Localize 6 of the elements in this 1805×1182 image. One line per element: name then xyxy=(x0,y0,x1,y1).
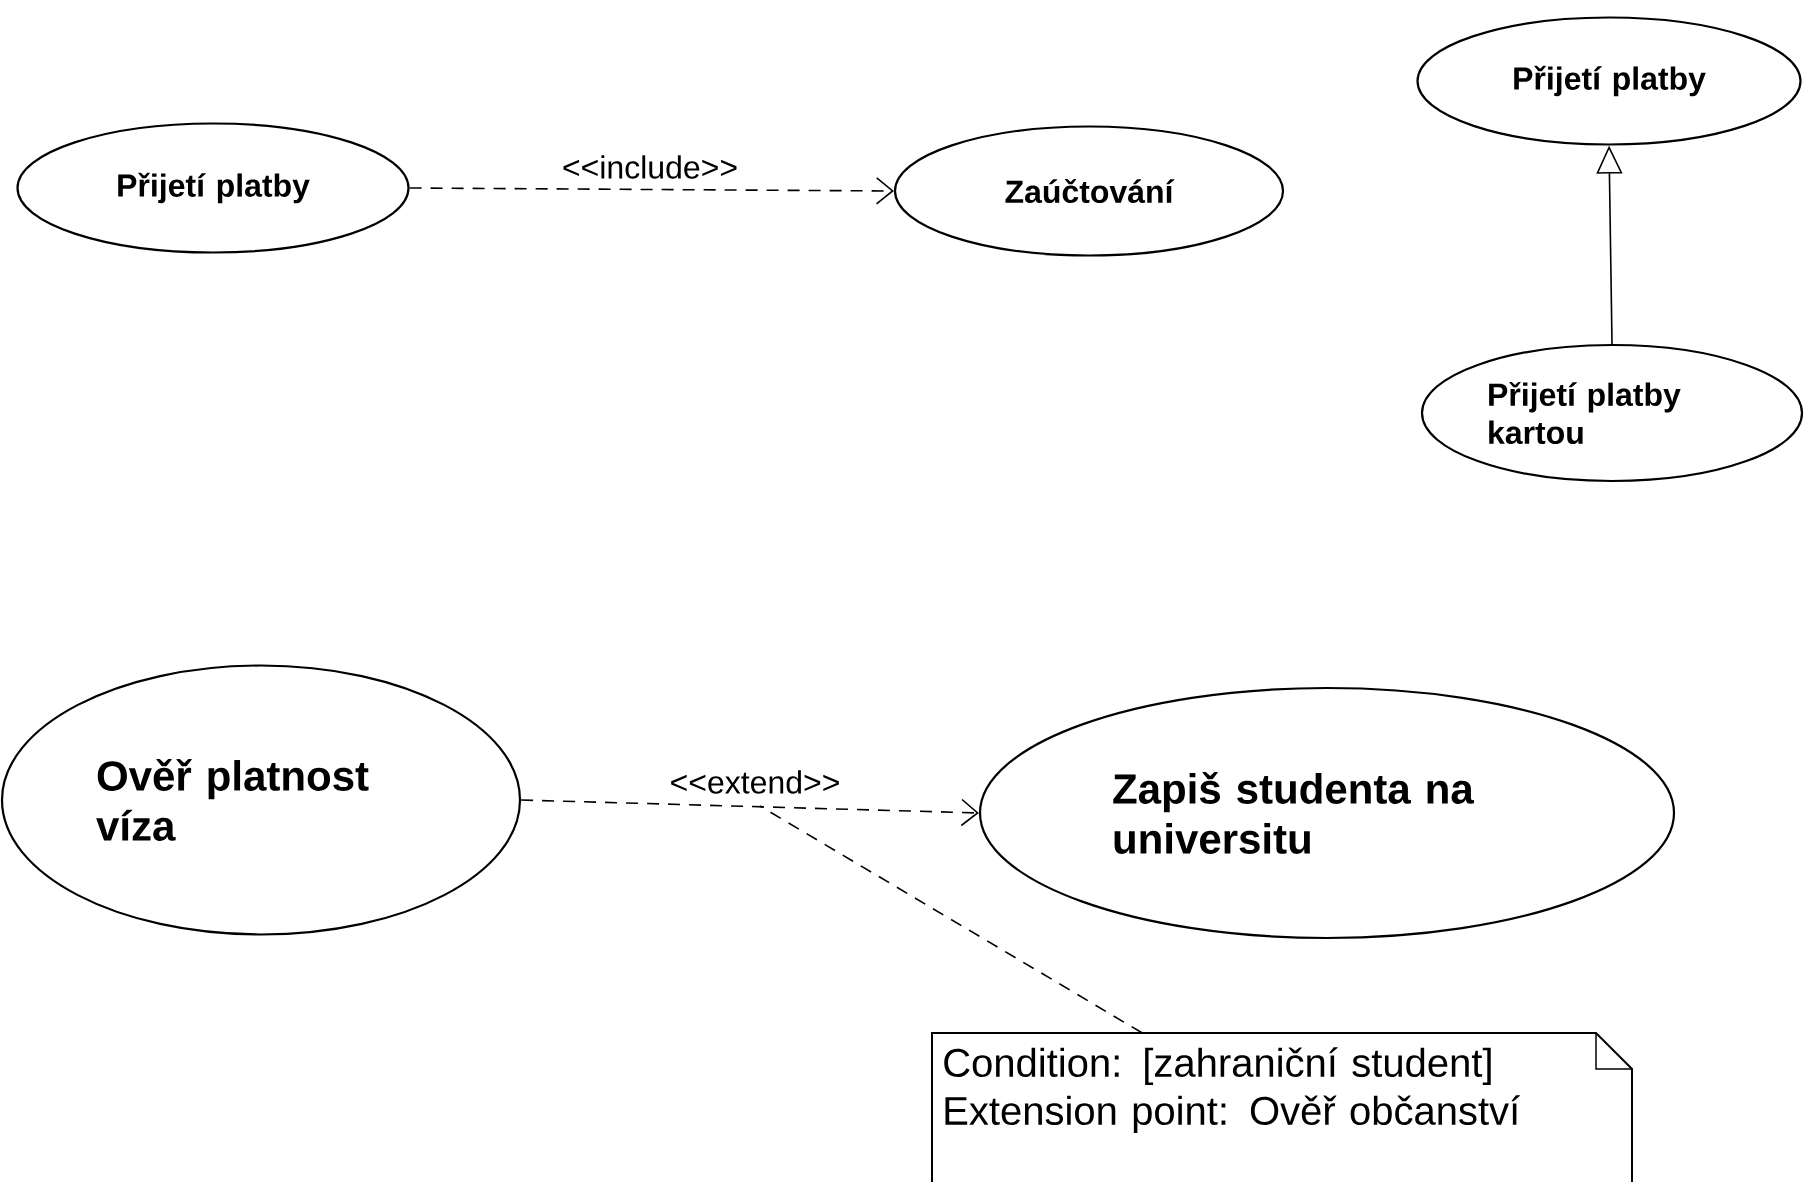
edge-label: <<extend>> xyxy=(668,769,842,795)
leader-line xyxy=(759,805,1143,1034)
edge-label: <<include>> xyxy=(560,154,740,180)
arrow xyxy=(520,798,979,827)
arrow xyxy=(408,177,894,205)
note-box: Condition: [zahraniční student] Extension point: Ověř občanství xyxy=(931,1032,1633,1182)
